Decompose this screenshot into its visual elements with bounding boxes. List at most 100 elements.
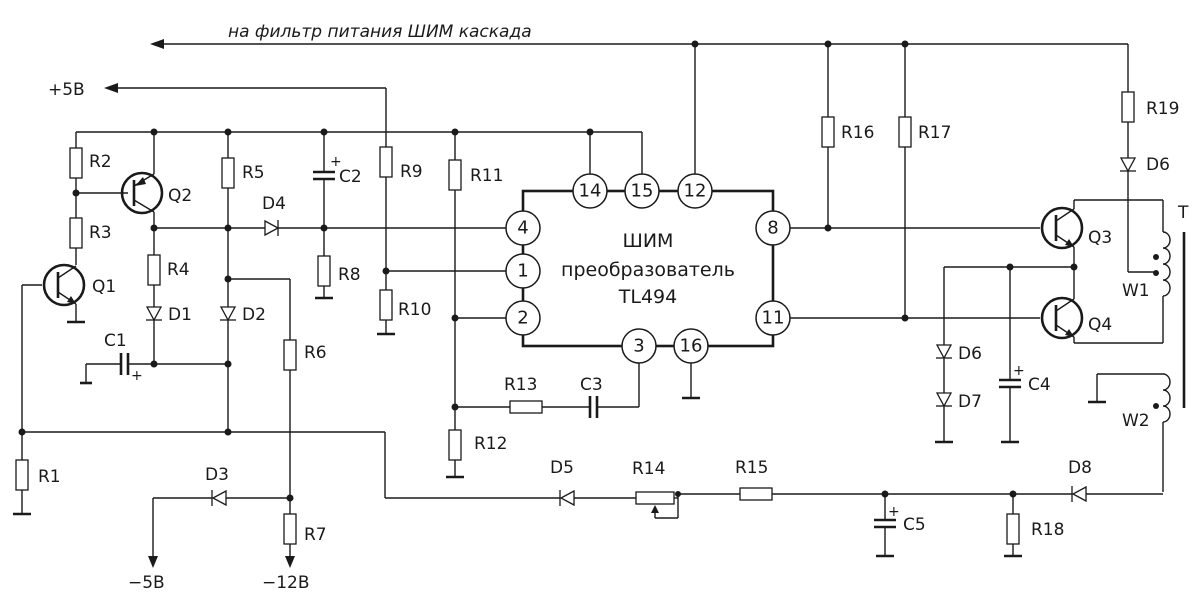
d7-label: D7	[958, 392, 982, 412]
c5-label: C5	[903, 515, 926, 535]
plus5-line: +5В	[48, 80, 387, 147]
r11-label: R11	[470, 166, 503, 186]
diode-d3	[211, 489, 227, 507]
r4-label: R4	[167, 260, 190, 280]
pin-14-label: 14	[579, 181, 602, 202]
q1-label: Q1	[92, 277, 116, 297]
r3-label: R3	[89, 223, 112, 243]
pin-12-label: 12	[684, 181, 707, 202]
c1-label: C1	[104, 331, 127, 351]
r13-label: R13	[504, 375, 537, 395]
left-input-stage: R2 R3 Q2 Q1 R1	[13, 132, 228, 516]
pin-8-label: 8	[767, 218, 778, 239]
r15-label: R15	[735, 458, 768, 478]
potentiometer-r14	[635, 491, 675, 505]
r11-r12-stage: R11 R13 C3 R12	[446, 132, 640, 479]
transistor-q1	[42, 263, 86, 307]
resistor-r9	[379, 146, 393, 178]
bottom-rectifier: D5 R14 R15 C5 + R18 D8	[385, 458, 1163, 558]
transistor-q3	[1040, 206, 1084, 250]
r9-r10-stage: R9 R10	[377, 146, 506, 336]
pin-15-label: 15	[631, 181, 654, 202]
r8-label: R8	[338, 265, 361, 285]
resistor-r7	[283, 513, 297, 545]
diode-d8	[1071, 485, 1087, 503]
transistor-q4	[1040, 296, 1084, 340]
resistor-r6	[283, 339, 297, 371]
d5-label: D5	[550, 458, 574, 478]
c2-label: C2	[339, 167, 362, 187]
resistor-r3	[69, 217, 83, 249]
c5-plus: +	[888, 504, 900, 520]
r7-label: R7	[304, 525, 327, 545]
resistor-r11	[448, 159, 462, 191]
c2-plus: +	[330, 154, 342, 170]
resistor-r13	[509, 400, 543, 414]
r1-label: R1	[38, 467, 61, 487]
minus5-label: −5В	[128, 573, 165, 593]
d3-label: D3	[205, 465, 229, 485]
c4-plus: +	[1013, 363, 1025, 379]
q3-label: Q3	[1088, 228, 1112, 248]
diode-d2	[219, 306, 237, 322]
r5-label: R5	[242, 163, 265, 183]
r12-label: R12	[474, 434, 507, 454]
q2-label: Q2	[168, 186, 192, 206]
d6-upper-label: D6	[1146, 155, 1170, 175]
resistor-r19	[1121, 91, 1135, 123]
d2-label: D2	[242, 305, 266, 325]
r10-label: R10	[398, 300, 431, 320]
c3-label: C3	[580, 375, 603, 395]
top-net-label: на фильтр питания ШИМ каскада	[228, 22, 532, 42]
ic-label-1: ШИМ	[623, 230, 674, 252]
r2-label: R2	[89, 152, 112, 172]
diode-d4	[264, 219, 280, 237]
t-label: T	[1177, 203, 1189, 223]
pin-2-label: 2	[517, 308, 528, 329]
top-filter-line: на фильтр питания ШИМ каскада	[150, 22, 1129, 92]
diode-d6-lower	[935, 344, 953, 360]
r16-label: R16	[841, 123, 874, 143]
r18-label: R18	[1031, 520, 1064, 540]
d8-label: D8	[1068, 458, 1092, 478]
transistor-q2	[120, 171, 164, 215]
resistor-r5	[221, 157, 235, 189]
resistor-r17	[898, 116, 912, 148]
mid-left-stage: D4 R5 D2 R6 R7 −12В D3	[22, 132, 506, 593]
pin-3-label: 3	[633, 336, 644, 357]
ic-label-3: TL494	[618, 286, 677, 308]
d1-label: D1	[168, 305, 192, 325]
r6-label: R6	[304, 343, 327, 363]
c1-plus: +	[131, 368, 143, 384]
resistor-r12	[448, 429, 462, 461]
c2-r8-stage: C2 + R8	[313, 132, 362, 300]
r17-label: R17	[918, 123, 951, 143]
r9-label: R9	[400, 162, 423, 182]
winding-w2	[1162, 373, 1171, 423]
w1-label: W1	[1122, 281, 1150, 301]
resistor-r15	[739, 487, 773, 501]
resistor-r8	[317, 255, 331, 287]
winding-w1	[1162, 231, 1171, 297]
diode-d5	[559, 489, 575, 507]
diode-d7	[935, 392, 953, 408]
resistor-r1	[15, 459, 29, 491]
resistor-r16	[821, 116, 835, 148]
ic-label-2: преобразователь	[561, 259, 735, 281]
resistor-r18	[1006, 513, 1020, 545]
c4-label: C4	[1028, 375, 1051, 395]
q4-label: Q4	[1088, 315, 1112, 335]
minus12-label: −12В	[262, 573, 310, 593]
d6-lower-label: D6	[958, 344, 982, 364]
pin-14	[572, 173, 608, 209]
diode-d6-upper	[1119, 157, 1137, 173]
resistor-r2	[69, 147, 83, 179]
resistor-r4	[147, 254, 161, 286]
tl494-chip: ШИМ преобразователь TL494 14 15 12 4 1 2…	[505, 173, 791, 400]
r19-label: R19	[1146, 99, 1179, 119]
pin-15	[624, 173, 660, 209]
pin-4-label: 4	[517, 218, 528, 239]
pin-1-label: 1	[517, 261, 528, 282]
pin-11-label: 11	[762, 308, 785, 329]
